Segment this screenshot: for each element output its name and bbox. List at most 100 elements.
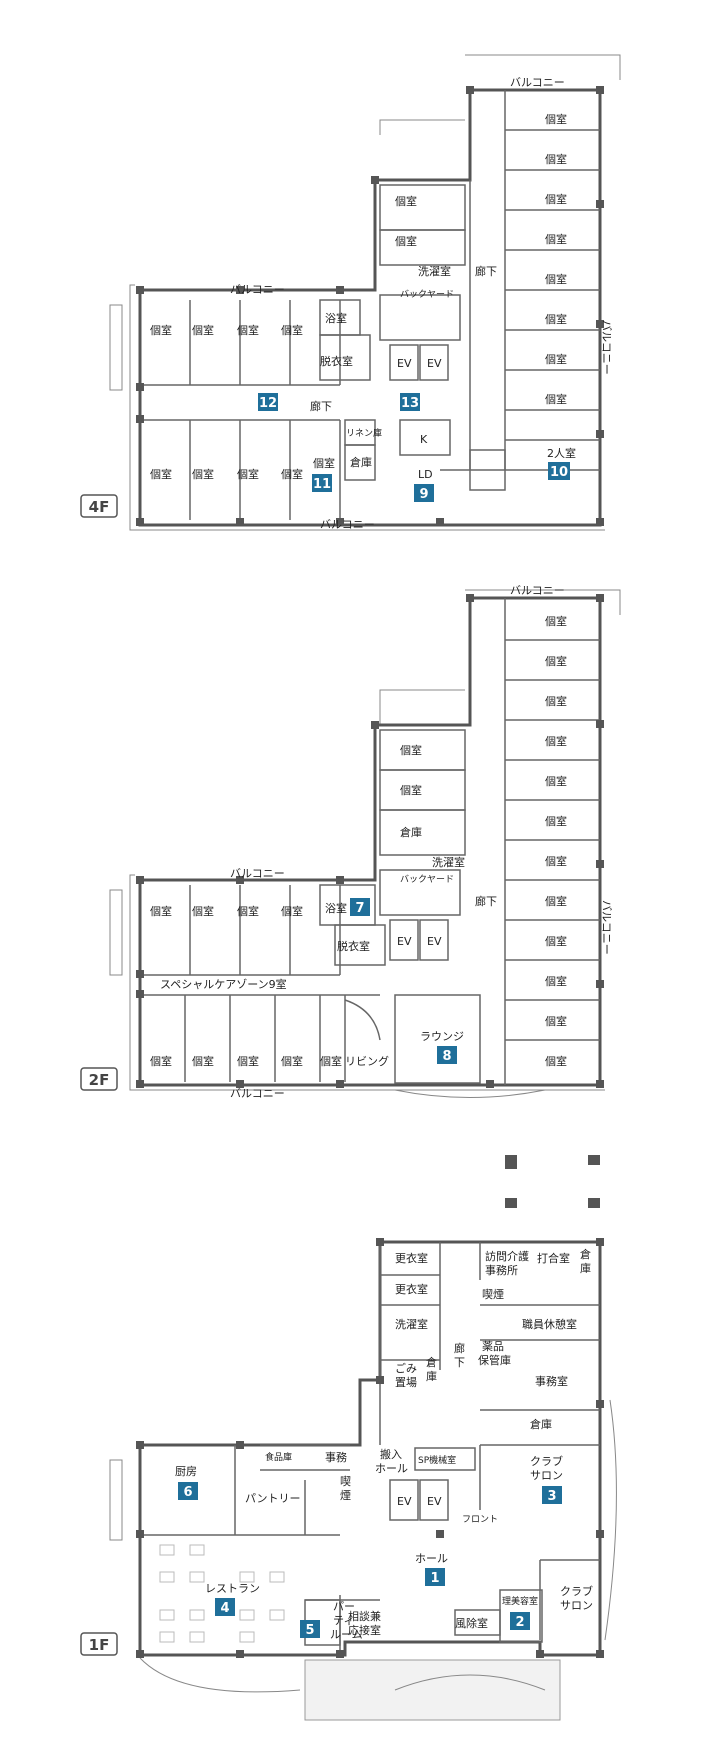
badge-1f-2: 2	[510, 1612, 530, 1630]
label-1f-smoking-top: 喫煙	[482, 1288, 504, 1301]
label-1f-locker2: 更衣室	[395, 1282, 428, 1296]
label-2f-dressing: 脱衣室	[337, 939, 370, 953]
label-2f-storage: 倉庫	[400, 825, 422, 839]
room-2f-right-3: 個室	[545, 694, 567, 708]
restaurant-tables-1f	[159, 1544, 285, 1643]
stair-4f-left	[109, 304, 123, 391]
label-1f-kitchen: 厨房	[175, 1465, 197, 1478]
label-1f-office-small: 事務	[325, 1450, 347, 1464]
svg-text:6: 6	[183, 1485, 192, 1500]
room-2f-right-1: 個室	[545, 614, 567, 628]
label-1f-club-salon-2: サロン	[530, 1469, 563, 1482]
room-2f-lb-2: 個室	[192, 1054, 214, 1068]
label-1f-storage-tr-1: 倉	[580, 1247, 591, 1261]
label-4f-room-mid2: 個室	[395, 234, 417, 248]
badge-1f-6: 6	[178, 1482, 198, 1500]
room-2f-right-2: 個室	[545, 654, 567, 668]
svg-text:11: 11	[313, 477, 331, 492]
badge-1f-1: 1	[425, 1568, 445, 1586]
floor-tag-2f: 2F	[80, 1067, 118, 1091]
balcony-rail-4f-mid	[379, 119, 465, 135]
label-1f-medicine-1: 薬品	[482, 1340, 504, 1353]
label-1f-storage-mid-1: 倉	[426, 1355, 437, 1369]
right-rooms-dividers-4f	[505, 129, 600, 441]
label-2f-balcony-right: バルコニー	[600, 900, 613, 955]
windbreak-1f	[454, 1609, 501, 1636]
label-1f-club-salon2-2: サロン	[560, 1599, 593, 1612]
stair-1f-left	[109, 1459, 123, 1541]
pillar-1f-1	[505, 1155, 517, 1169]
label-4f-corridor-h: 廊下	[310, 399, 332, 413]
label-1f-office: 事務室	[535, 1374, 568, 1388]
storage-4f	[344, 444, 376, 481]
label-1f-visit-care-1: 訪問介護	[485, 1249, 529, 1263]
room-2f-mid2	[379, 769, 466, 811]
badge-4f-12: 12	[258, 393, 278, 411]
room-2f-lb-5: 個室	[320, 1054, 342, 1068]
room-2f-right-12: 個室	[545, 1054, 567, 1068]
room-4f-right-2: 個室	[545, 152, 567, 166]
label-4f-backyard: バックヤード	[400, 289, 454, 300]
room-4f-right-7: 個室	[545, 352, 567, 366]
label-2f-backyard: バックヤード	[400, 874, 454, 885]
room-4f-lb-2: 個室	[192, 467, 214, 481]
room-4f-mid1	[379, 184, 466, 231]
label-1f-windbreak: 風除室	[455, 1616, 488, 1630]
label-1f-party-3: ルーム	[330, 1628, 363, 1641]
room-2f-lb-4: 個室	[281, 1054, 303, 1068]
room-2f-lt-3: 個室	[237, 904, 259, 918]
salon-bay-1f	[604, 1399, 617, 1641]
label-1f-barber: 理美容室	[502, 1595, 538, 1607]
label-1f-storage-tr-2: 庫	[580, 1261, 591, 1275]
label-4f-room-mid1: 個室	[395, 194, 417, 208]
label-2f-living: リビング	[345, 1054, 389, 1068]
floor-plan-4f: バルコニー バルコニー バルコニー バルコニー 個室 個室 個室 個室 個室 個…	[80, 54, 621, 531]
room-2f-right-7: 個室	[545, 854, 567, 868]
pillar-1f-3	[505, 1198, 517, 1208]
label-1f-smoking-2b: 煙	[340, 1489, 351, 1502]
label-1f-sp-machine: SP機械室	[418, 1454, 456, 1466]
label-2f-special: スペシャルケアゾーン9室	[160, 977, 287, 991]
room-2f-lt-2: 個室	[192, 904, 214, 918]
label-1f-meeting: 打合室	[537, 1251, 570, 1265]
badge-4f-10: 10	[548, 462, 570, 480]
label-1f-front: フロント	[462, 1515, 498, 1525]
label-4f-laundry: 洗濯室	[418, 264, 451, 278]
floor-tag-1f: 1F	[80, 1632, 118, 1656]
label-1f-storage-mid-2: 庫	[426, 1369, 437, 1383]
dressing-2f	[334, 924, 386, 966]
room-4f-right-4: 個室	[545, 232, 567, 246]
balcony-rail-2f-top	[465, 589, 621, 615]
floor-plan-2f: バルコニー バルコニー バルコニー バルコニー 個室 個室 個室 個室 個室 個…	[80, 584, 621, 1100]
room-2f-right-6: 個室	[545, 814, 567, 828]
label-1f-carry-in-2: ホール	[375, 1462, 408, 1475]
room-2f-lb-3: 個室	[237, 1054, 259, 1068]
svg-text:4F: 4F	[89, 498, 110, 516]
entrance-curve-1f	[394, 1674, 546, 1691]
label-1f-hall: ホール	[415, 1552, 448, 1565]
label-1f-medicine-2: 保管庫	[478, 1353, 511, 1367]
label-2f-room-mid1: 個室	[400, 743, 422, 757]
label-1f-consult-2: 応接室	[348, 1623, 381, 1637]
label-1f-restaurant: レストラン	[205, 1582, 260, 1595]
ev-1f-1	[389, 1479, 419, 1521]
label-4f-balcony-bottom: バルコニー	[320, 518, 375, 531]
columns-2f	[136, 594, 604, 1088]
label-1f-food-storage: 食品庫	[265, 1451, 292, 1463]
room-4f-lb-1: 個室	[150, 467, 172, 481]
label-2f-laundry: 洗濯室	[432, 855, 465, 869]
label-1f-storage-right: 倉庫	[530, 1417, 552, 1431]
partitions-1f	[140, 1242, 600, 1655]
label-4f-corridor-v: 廊下	[475, 264, 497, 278]
room-2f-lt-1: 個室	[150, 904, 172, 918]
room-4f-right-3: 個室	[545, 192, 567, 206]
label-4f-ev2: EV	[427, 357, 442, 370]
room-4f-right-5: 個室	[545, 272, 567, 286]
balcony-rail-2f-mid	[379, 689, 465, 725]
label-2f-room-mid2: 個室	[400, 783, 422, 797]
room-4f-lt-4: 個室	[281, 323, 303, 337]
label-4f-dressing: 脱衣室	[320, 354, 353, 368]
room-4f-right-6: 個室	[545, 312, 567, 326]
label-1f-pantry: パントリー	[245, 1492, 301, 1505]
label-1f-party-2: ティ	[333, 1614, 354, 1627]
